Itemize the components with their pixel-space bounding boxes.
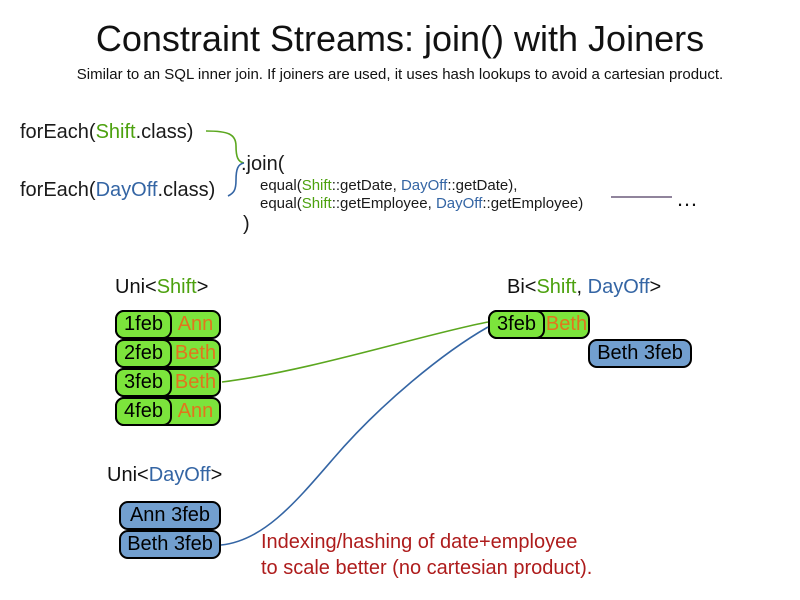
code-shift-ref: Shift [301, 177, 332, 194]
code-text: forEach( [20, 179, 96, 201]
code-foreach-shift: forEach(Shift.class) [20, 120, 193, 145]
code-text: forEach( [20, 121, 96, 143]
bi-shift-cell: 3feb Beth [488, 310, 590, 339]
page-title: Constraint Streams: join() with Joiners [95, 18, 705, 59]
uni-shift-table: 1feb Ann 2feb Beth 3feb Beth 4feb Ann [115, 310, 221, 426]
code-text: equal( [260, 195, 302, 212]
annotation-text: Indexing/hashing of date+employee to sca… [261, 529, 592, 581]
shift-row: 4feb Ann [115, 397, 221, 426]
uni-dayoff-label: Uni<DayOff> [107, 463, 222, 487]
bi-shift-employee: Beth [545, 313, 588, 335]
shift-row: 2feb Beth [115, 339, 221, 368]
code-text: ::getEmployee, [331, 195, 436, 212]
uni-dayoff-table: Ann 3feb Beth 3feb [119, 501, 221, 559]
code-text: ::getDate, [331, 177, 401, 194]
code-shift-class: Shift [95, 121, 136, 143]
label-text: Bi< [507, 276, 537, 298]
label-shift: Shift [536, 276, 577, 298]
label-dayoff: DayOff [148, 464, 211, 486]
code-join-close: ) [243, 213, 250, 235]
code-dayoff-class: DayOff [95, 179, 158, 201]
label-text: > [649, 276, 662, 298]
code-dayoff-ref: DayOff [435, 195, 483, 212]
label-shift: Shift [156, 276, 197, 298]
label-text: Uni< [115, 276, 157, 298]
bi-shift-date: 3feb [488, 310, 545, 339]
code-text: .class) [157, 179, 216, 201]
annotation-line: Indexing/hashing of date+employee [261, 531, 578, 553]
shift-date-cell: 1feb [115, 310, 172, 339]
label-text: , [576, 276, 588, 298]
label-text: Uni< [107, 464, 149, 486]
uni-shift-label: Uni<Shift> [115, 275, 208, 299]
code-equal-employee: equal(Shift::getEmployee, DayOff::getEmp… [260, 195, 583, 213]
more-joiners-ellipsis: … [676, 186, 698, 211]
shift-employee-cell: Beth [174, 371, 217, 393]
code-text: ::getDate), [447, 177, 518, 194]
shift-row: 3feb Beth [115, 368, 221, 397]
shift-date-cell: 4feb [115, 397, 172, 426]
shift-row: 1feb Ann [115, 310, 221, 339]
shift-row-to-bi-connector [221, 321, 489, 383]
page-subtitle: Similar to an SQL inner join. If joiners… [76, 66, 724, 83]
dayoff-row: Beth 3feb [119, 530, 221, 559]
bi-dayoff-cell: Beth 3feb [588, 339, 692, 368]
brace-shift-to-join-line [205, 130, 245, 164]
bi-label: Bi<Shift, DayOff> [507, 275, 661, 299]
code-text: ::getEmployee) [482, 195, 584, 212]
code-text: .class) [135, 121, 194, 143]
annotation-line: to scale better (no cartesian product). [261, 557, 593, 579]
shift-employee-cell: Ann [177, 400, 214, 422]
code-foreach-dayoff: forEach(DayOff.class) [20, 178, 215, 203]
label-text: > [196, 276, 209, 298]
shift-employee-cell: Ann [177, 313, 214, 335]
code-text: equal( [260, 177, 302, 194]
code-dayoff-ref: DayOff [400, 177, 448, 194]
shift-date-cell: 3feb [115, 368, 172, 397]
shift-employee-cell: Beth [174, 342, 217, 364]
shift-date-cell: 2feb [115, 339, 172, 368]
dayoff-row-to-bi-connector [220, 326, 489, 546]
code-equal-date: equal(Shift::getDate, DayOff::getDate), [260, 177, 517, 195]
label-text: > [210, 464, 223, 486]
code-join-open: .join( [241, 153, 285, 175]
dayoff-row: Ann 3feb [119, 501, 221, 530]
code-shift-ref: Shift [301, 195, 332, 212]
label-dayoff: DayOff [587, 276, 650, 298]
